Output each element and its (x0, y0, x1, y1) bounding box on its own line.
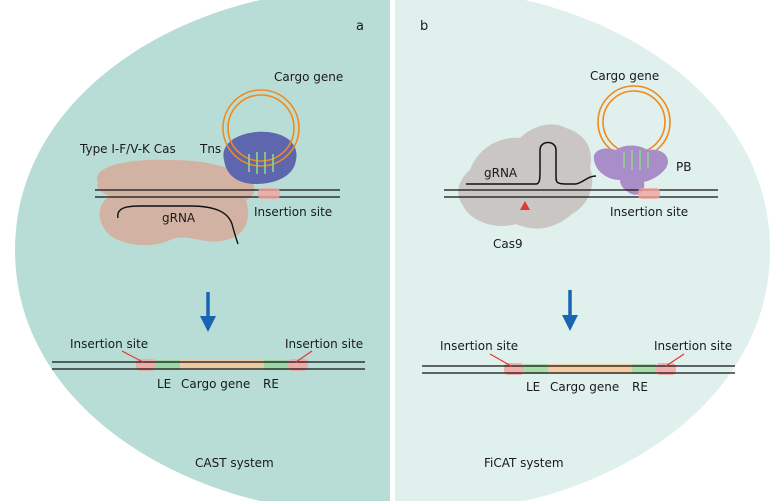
pb-protein (593, 145, 668, 195)
tns-protein (223, 131, 297, 184)
cas-label: Type I-F/V-K Cas (79, 142, 176, 156)
panel-b-result-le-label: LE (526, 380, 540, 394)
panel-a-result-dna (52, 350, 365, 371)
panel-b-letter: b (420, 19, 428, 34)
panel-a-result-re-label: RE (263, 377, 279, 391)
panel-a-down-arrow (200, 292, 216, 332)
panel-a-cargo-label: Cargo gene (274, 70, 343, 84)
panel-b-result-left-insertion-label: Insertion site (440, 339, 518, 353)
pb-label: PB (676, 160, 691, 174)
panel-a-result-left-insertion-label: Insertion site (70, 337, 148, 351)
panel-b-result-left-pointer (489, 353, 512, 367)
panel-a-background (15, 0, 390, 501)
panel-a-result-le-segment (156, 360, 180, 370)
panel-b-result-cargo-label: Cargo gene (550, 380, 619, 394)
cas9-protein (458, 124, 593, 229)
panel-b-cargo-label: Cargo gene (590, 69, 659, 83)
panel-b-down-arrow (562, 290, 578, 331)
panel-divider (390, 0, 395, 501)
panel-b-result-re-segment (632, 364, 656, 374)
cargo-plasmid-outer (222, 89, 300, 167)
cas9-label: Cas9 (493, 237, 523, 251)
panel-b-grna-linker (575, 175, 597, 185)
panel-a-grna-label: gRNA (162, 211, 196, 225)
panel-a-insertion-label: Insertion site (254, 205, 332, 219)
panel-b-result-cargo-segment (548, 364, 632, 374)
panel-a: a Type I-F/V-K Cas Tns Cargo gene gRNA I… (15, 0, 390, 501)
panel-a-result-right-insertion-label: Insertion site (285, 337, 363, 351)
panel-b-grna-strand (466, 141, 576, 185)
panel-a-result-le-label: LE (157, 377, 171, 391)
panel-b-result-le-segment (524, 364, 548, 374)
panel-a-letter: a (356, 19, 364, 34)
panel-b-background (395, 0, 770, 501)
panel-b: b Cargo gene gRNA PB Insertion site Cas9 (395, 0, 770, 501)
tns-label: Tns (199, 142, 221, 156)
panel-a-result-re-segment (264, 360, 288, 370)
panel-a-result-cargo-label: Cargo gene (181, 377, 250, 391)
tns-green-stripes (248, 152, 274, 174)
panel-b-result-right-insertion-label: Insertion site (654, 339, 732, 353)
cas-protein-complex (96, 159, 255, 246)
cargo-plasmid-inner (227, 94, 295, 162)
panel-a-result-cargo-segment (180, 360, 264, 370)
panel-b-insertion-label: Insertion site (610, 205, 688, 219)
panel-a-result-left-pointer (121, 350, 144, 363)
panel-b-system-label: FiCAT system (484, 456, 564, 470)
panel-a-system-label: CAST system (195, 456, 274, 470)
pb-green-stripes (623, 150, 649, 170)
panel-b-result-dna (422, 353, 735, 375)
panel-a-insertion-marker (258, 188, 280, 199)
panel-b-insertion-marker (638, 188, 660, 199)
panel-a-grna-strand (117, 205, 239, 245)
panel-b-result-re-label: RE (632, 380, 648, 394)
panel-a-result-right-pointer (295, 350, 313, 363)
cas9-cut-marker (520, 201, 530, 210)
panel-b-grna-label: gRNA (484, 166, 518, 180)
panel-b-result-right-pointer (665, 353, 685, 367)
